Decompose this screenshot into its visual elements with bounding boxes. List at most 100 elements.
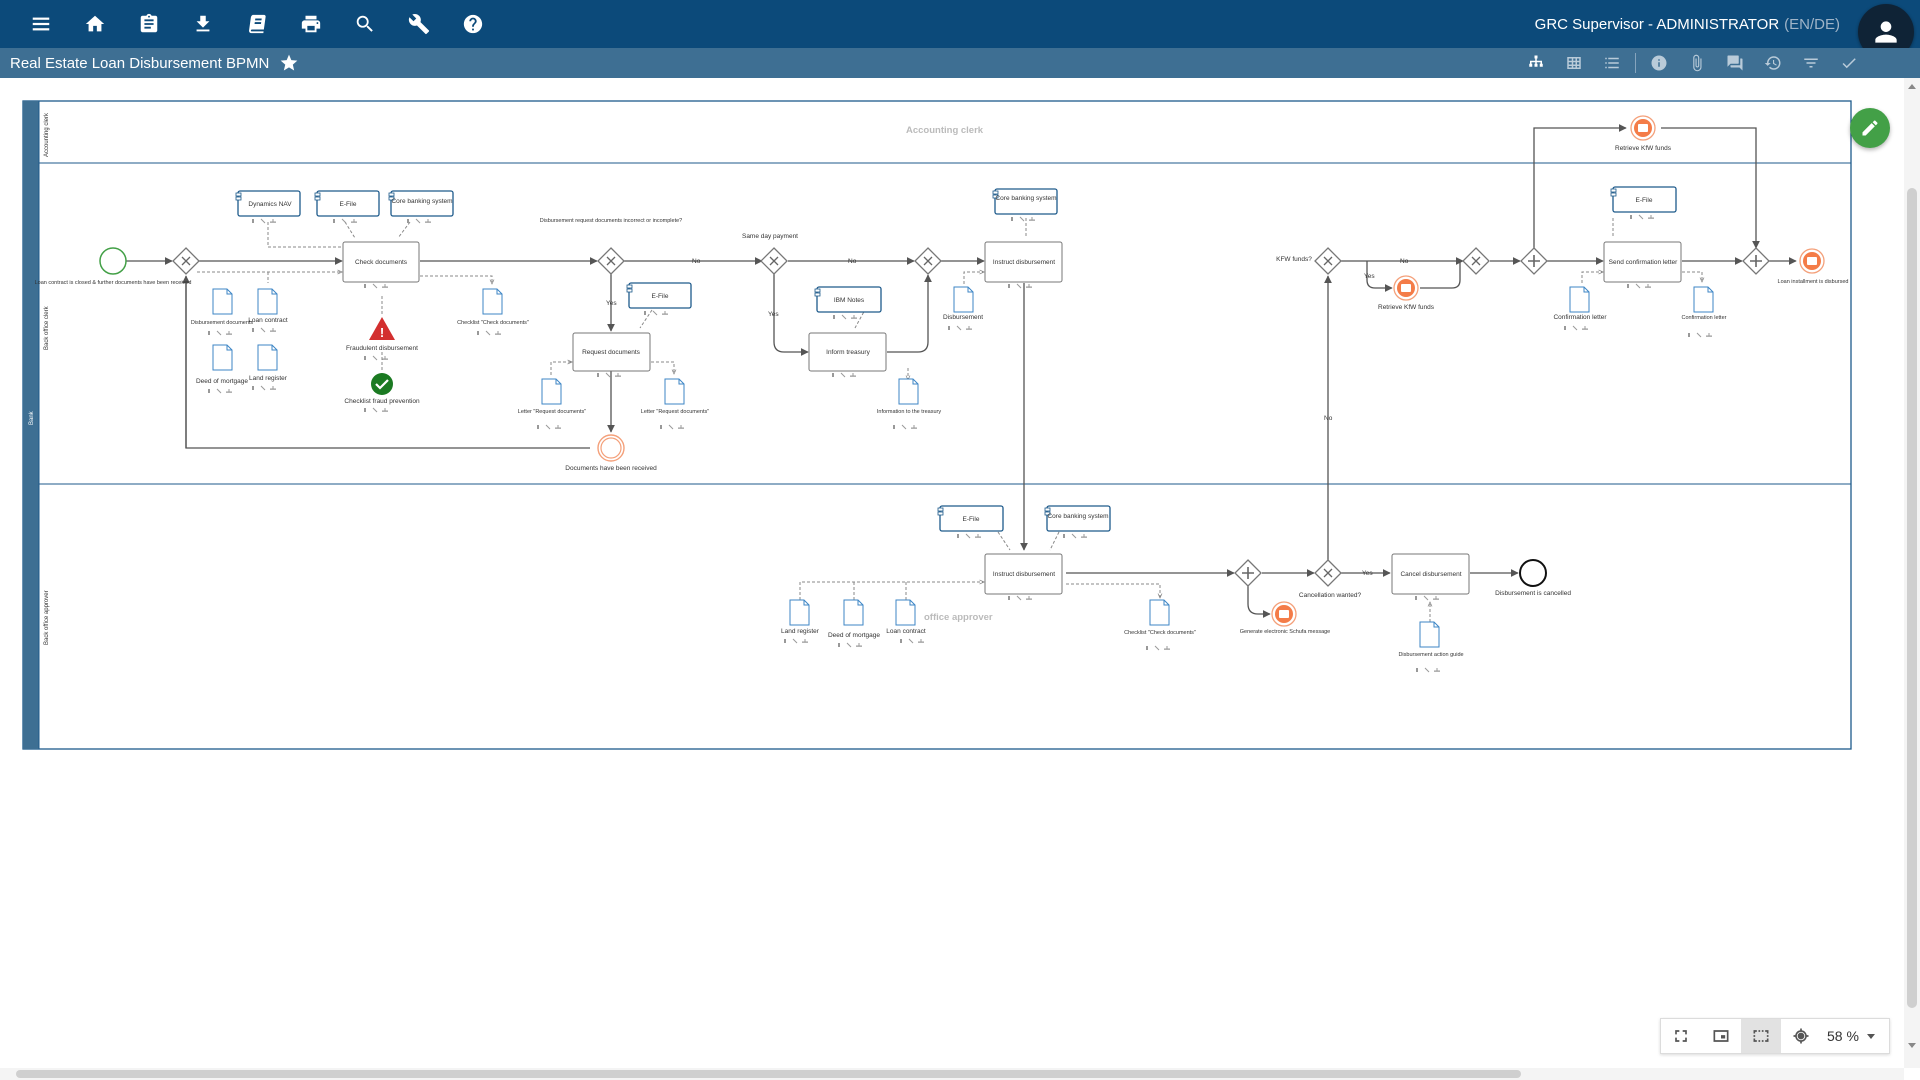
help-icon[interactable] (446, 0, 500, 48)
search-icon[interactable] (338, 0, 392, 48)
gateway-docs-incorrect[interactable]: Disbursement request documents incorrect… (540, 218, 682, 275)
doc-loan-contract-1-label: Loan contract (248, 317, 288, 324)
print-icon[interactable] (284, 0, 338, 48)
scroll-down-icon[interactable] (1908, 1043, 1916, 1048)
doc-information-treasury[interactable]: Information to the treasury (877, 378, 941, 430)
end-event-cancelled[interactable]: Disbursement is cancelled (1495, 559, 1571, 597)
doc-confirmation-letter-1-label: Confirmation letter (1553, 314, 1607, 321)
clipboard-icon[interactable] (122, 0, 176, 48)
check-icon[interactable] (1830, 48, 1868, 78)
event-documents-received[interactable]: Documents have been received (565, 434, 657, 472)
gateway-same-day[interactable]: Same day payment (742, 233, 798, 275)
doc-disbursement-guide[interactable]: Disbursement action guide (1398, 621, 1464, 673)
doc-disbursement-documents[interactable]: Disbursement documents (191, 288, 254, 336)
doc-checklist-check-2[interactable]: Checklist "Check documents" (1124, 599, 1196, 651)
bpmn-diagram[interactable]: Bank Accounting clerk Accounting clerk B… (0, 78, 1904, 1068)
lane-label-clerk: Back office clerk (44, 305, 50, 350)
event-retrieve-kfw-mid[interactable]: Retrieve KfW funds (1378, 275, 1435, 311)
gateway-exclusive-1[interactable] (172, 247, 200, 275)
doc-checklist-check-2-label: Checklist "Check documents" (1124, 630, 1196, 636)
zoom-level-select[interactable]: 58 % (1821, 1028, 1875, 1044)
task-check-documents[interactable]: Check documents (342, 241, 420, 289)
lane-back-office-approver[interactable]: Back office approver office approver (38, 483, 1852, 750)
doc-confirmation-letter-1[interactable]: Confirmation letter (1553, 286, 1607, 331)
task-instruct-disbursement-clerk[interactable]: Instruct disbursement (984, 241, 1063, 289)
doc-deed-mortgage-1[interactable]: Deed of mortgage (196, 344, 248, 394)
task-instruct-disbursement-approver[interactable]: Instruct disbursement (984, 553, 1063, 601)
system-efile-3[interactable]: E-File (1610, 186, 1677, 220)
system-core-banking-3[interactable]: Core banking system (1044, 505, 1111, 539)
gateway-cancellation[interactable]: Cancellation wanted? (1299, 559, 1362, 599)
comments-icon[interactable] (1716, 48, 1754, 78)
fullscreen-icon[interactable] (1661, 1019, 1701, 1053)
gateway-kfw[interactable]: KFW funds? (1276, 247, 1342, 275)
event-generate-schufa[interactable]: Generate electronic Schufa message (1240, 601, 1331, 635)
event-installment-disbursed[interactable]: Loan installment is disbursed (1778, 248, 1849, 285)
wrench-icon[interactable] (392, 0, 446, 48)
doc-land-register-1[interactable]: Land register (249, 344, 288, 391)
attachment-icon[interactable] (1678, 48, 1716, 78)
doc-confirmation-letter-2[interactable]: Confirmation letter (1682, 286, 1727, 338)
filter-icon[interactable] (1792, 48, 1830, 78)
system-efile-1[interactable]: E-File (314, 190, 380, 224)
fit-page-icon[interactable] (1701, 1019, 1741, 1053)
horizontal-scrollbar[interactable] (0, 1068, 1904, 1080)
doc-checklist-check-1[interactable]: Checklist "Check documents" (457, 288, 529, 336)
task-cancel-disbursement[interactable]: Cancel disbursement (1391, 553, 1470, 601)
doc-letter-request-1[interactable]: Letter "Request documents" (518, 378, 586, 430)
fit-selection-icon[interactable] (1741, 1019, 1781, 1053)
scroll-up-icon[interactable] (1908, 84, 1916, 89)
horizontal-scroll-thumb[interactable] (16, 1070, 1521, 1078)
gateway-merge-1[interactable] (914, 247, 942, 275)
gateway-same-day-label: Same day payment (742, 233, 798, 240)
doc-deed-mortgage-2[interactable]: Deed of mortgage (828, 599, 880, 648)
vertical-scroll-thumb[interactable] (1907, 188, 1917, 1008)
history-icon[interactable] (1754, 48, 1792, 78)
info-icon[interactable] (1640, 48, 1678, 78)
vertical-scrollbar[interactable] (1904, 78, 1920, 1068)
download-icon[interactable] (176, 0, 230, 48)
hierarchy-icon[interactable] (1517, 48, 1555, 78)
risk-fraudulent-disbursement[interactable]: ! Fraudulent disbursement (346, 317, 418, 361)
home-icon[interactable] (68, 0, 122, 48)
system-dynamics-nav-label: Dynamics NAV (248, 201, 292, 208)
doc-loan-contract-1[interactable]: Loan contract (248, 288, 288, 333)
event-retrieve-kfw-top[interactable]: Retrieve KfW funds (1615, 115, 1672, 152)
list-icon[interactable] (1593, 48, 1631, 78)
doc-letter-request-2[interactable]: Letter "Request documents" (641, 378, 709, 430)
doc-information-treasury-label: Information to the treasury (877, 409, 941, 415)
doc-disbursement[interactable]: Disbursement (943, 286, 983, 331)
task-inform-treasury[interactable]: Inform treasury (808, 332, 887, 378)
system-efile-4[interactable]: E-File (937, 505, 1004, 539)
label-no-2: No (848, 258, 857, 265)
system-efile-2[interactable]: E-File (626, 282, 692, 316)
system-core-banking-1[interactable]: Core banking system (388, 190, 454, 224)
system-dynamics-nav[interactable]: Dynamics NAV (235, 190, 301, 224)
doc-checklist-check-1-label: Checklist "Check documents" (457, 320, 529, 326)
svg-text:!: ! (380, 325, 384, 340)
favorite-star-icon[interactable] (279, 53, 299, 73)
system-core-banking-2[interactable]: Core banking system (992, 188, 1058, 222)
system-ibm-notes[interactable]: IBM Notes (814, 286, 882, 320)
gateway-parallel-split[interactable] (1520, 247, 1548, 275)
doc-land-register-2[interactable]: Land register (781, 599, 820, 644)
book-icon[interactable] (230, 0, 284, 48)
gateway-parallel-join[interactable] (1742, 247, 1770, 275)
start-event[interactable]: Loan contract is closed & further docume… (35, 247, 192, 286)
doc-loan-contract-2[interactable]: Loan contract (886, 599, 926, 644)
menu-icon[interactable] (14, 0, 68, 48)
edit-button[interactable] (1850, 108, 1890, 148)
gateway-merge-2[interactable] (1462, 247, 1490, 275)
control-checklist-fraud[interactable]: Checklist fraud prevention (344, 373, 420, 413)
center-icon[interactable] (1781, 1019, 1821, 1053)
label-yes-4: Yes (1362, 570, 1373, 577)
gateway-parallel-approver[interactable] (1234, 559, 1262, 587)
task-cancel-disbursement-label: Cancel disbursement (1400, 571, 1461, 578)
table-icon[interactable] (1555, 48, 1593, 78)
end-event-cancelled-label: Disbursement is cancelled (1495, 590, 1571, 597)
label-yes-3: Yes (1364, 273, 1375, 280)
user-info[interactable]: GRC Supervisor - ADMINISTRATOR (EN/DE) (1535, 0, 1840, 48)
language-switch[interactable]: (EN/DE) (1784, 15, 1840, 33)
task-request-documents[interactable]: Request documents (572, 332, 651, 378)
task-send-confirmation[interactable]: Send confirmation letter (1603, 241, 1682, 289)
